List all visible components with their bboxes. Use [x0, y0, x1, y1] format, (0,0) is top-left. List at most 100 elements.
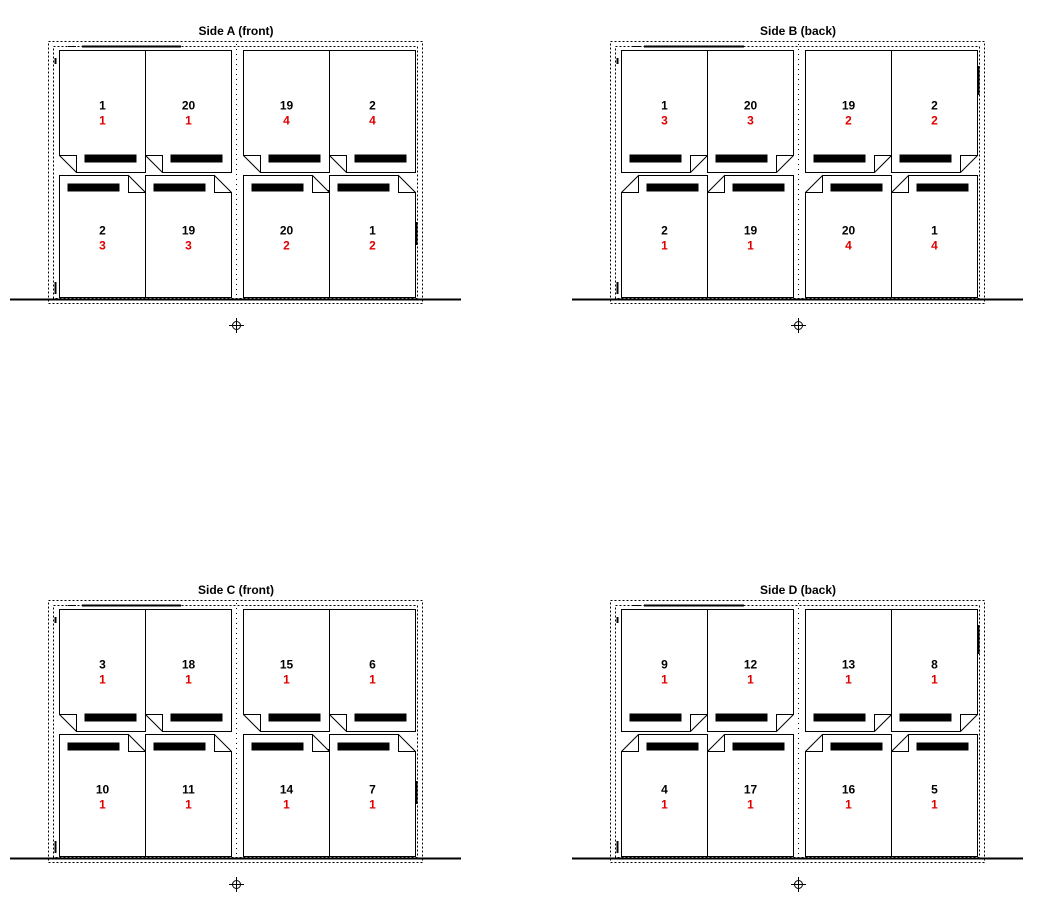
dog-ear-fold — [891, 175, 909, 193]
dog-ear-fold — [329, 155, 347, 173]
page-panel — [891, 175, 978, 298]
page-panel — [59, 609, 146, 732]
sheet-number: 4 — [845, 239, 852, 253]
side-title: Side C (front) — [198, 583, 274, 597]
color-bar-strip — [268, 713, 321, 722]
page-number: 8 — [931, 658, 938, 672]
page-panel — [59, 50, 146, 173]
page-cell-top_row-1: 181 — [145, 609, 232, 732]
page-number: 19 — [842, 99, 856, 113]
page-panel — [329, 175, 416, 298]
dog-ear-fold — [874, 155, 892, 173]
color-bar-strip — [67, 183, 120, 192]
page-number: 19 — [744, 224, 758, 238]
page-cell-top_row-2: 131 — [805, 609, 892, 732]
color-bar-strip — [170, 713, 223, 722]
sheet-number: 1 — [747, 239, 754, 253]
page-number: 9 — [661, 658, 668, 672]
dog-ear-fold — [145, 714, 163, 732]
sheet-number: 1 — [185, 114, 192, 128]
dog-ear-fold — [128, 175, 146, 193]
page-panel — [891, 50, 978, 173]
page-cell-bottom_row-1: 171 — [707, 734, 794, 857]
sheet-outline-outer — [610, 600, 985, 863]
dog-ear-fold — [243, 714, 261, 732]
color-bar-strip — [251, 183, 304, 192]
sheet-number: 2 — [283, 239, 290, 253]
dog-ear-fold — [214, 175, 232, 193]
dog-ear-fold — [707, 175, 725, 193]
page-number: 4 — [661, 783, 668, 797]
sheet-number: 1 — [369, 673, 376, 687]
page-cell-bottom_row-3: 14 — [891, 175, 978, 298]
page-number: 2 — [931, 99, 938, 113]
page-cell-bottom_row-1: 191 — [707, 175, 794, 298]
color-bar-strip — [646, 742, 699, 751]
dog-ear-fold — [776, 155, 794, 173]
page-number: 2 — [369, 99, 376, 113]
color-bar-strip — [629, 154, 682, 163]
page-number: 20 — [280, 224, 294, 238]
page-cell-bottom_row-3: 71 — [329, 734, 416, 857]
color-bar-strip — [732, 742, 785, 751]
page-cell-top_row-2: 192 — [805, 50, 892, 173]
page-number: 20 — [842, 224, 856, 238]
page-number: 2 — [99, 224, 106, 238]
page-panel — [145, 734, 232, 857]
dog-ear-fold — [128, 734, 146, 752]
page-cell-bottom_row-1: 111 — [145, 734, 232, 857]
page-number: 20 — [182, 99, 196, 113]
page-cell-top_row-3: 22 — [891, 50, 978, 173]
dog-ear-fold — [59, 155, 77, 173]
page-panel — [707, 734, 794, 857]
page-panel — [891, 609, 978, 732]
page-cell-bottom_row-2: 141 — [243, 734, 330, 857]
page-panel — [145, 50, 232, 173]
sheet-number: 4 — [931, 239, 938, 253]
sheet-number: 1 — [185, 798, 192, 812]
page-cell-bottom_row-3: 12 — [329, 175, 416, 298]
color-bar-strip — [899, 154, 952, 163]
color-bar-strip — [732, 183, 785, 192]
page-panel — [707, 50, 794, 173]
sheet-number: 1 — [185, 673, 192, 687]
sheet-number: 4 — [283, 114, 290, 128]
page-number: 1 — [931, 224, 938, 238]
page-cell-bottom_row-2: 161 — [805, 734, 892, 857]
page-number: 3 — [99, 658, 106, 672]
page-cell-top_row-3: 24 — [329, 50, 416, 173]
sheet-number: 1 — [931, 798, 938, 812]
page-panel — [329, 50, 416, 173]
dog-ear-fold — [59, 714, 77, 732]
page-panel — [805, 175, 892, 298]
page-panel — [805, 50, 892, 173]
page-number: 12 — [744, 658, 758, 672]
page-number: 15 — [280, 658, 294, 672]
dog-ear-fold — [960, 714, 978, 732]
page-panel — [805, 609, 892, 732]
page-cell-top_row-0: 11 — [59, 50, 146, 173]
side-title: Side B (back) — [760, 24, 836, 38]
color-bar-strip — [251, 742, 304, 751]
side-title: Side A (front) — [198, 24, 273, 38]
sheet-number: 2 — [931, 114, 938, 128]
page-cell-top_row-1: 121 — [707, 609, 794, 732]
dog-ear-fold — [214, 734, 232, 752]
dog-ear-fold — [312, 734, 330, 752]
page-number: 14 — [280, 783, 294, 797]
sheet-number: 1 — [845, 673, 852, 687]
sheet-number: 1 — [661, 798, 668, 812]
color-bar-strip — [337, 742, 390, 751]
page-panel — [243, 50, 330, 173]
page-number: 13 — [842, 658, 856, 672]
page-cell-top_row-3: 61 — [329, 609, 416, 732]
page-cell-top_row-0: 13 — [621, 50, 708, 173]
page-cell-top_row-0: 31 — [59, 609, 146, 732]
page-cell-bottom_row-0: 21 — [621, 175, 708, 298]
dog-ear-fold — [960, 155, 978, 173]
page-panel — [621, 175, 708, 298]
sheet-number: 3 — [661, 114, 668, 128]
page-number: 1 — [369, 224, 376, 238]
page-cell-bottom_row-1: 193 — [145, 175, 232, 298]
